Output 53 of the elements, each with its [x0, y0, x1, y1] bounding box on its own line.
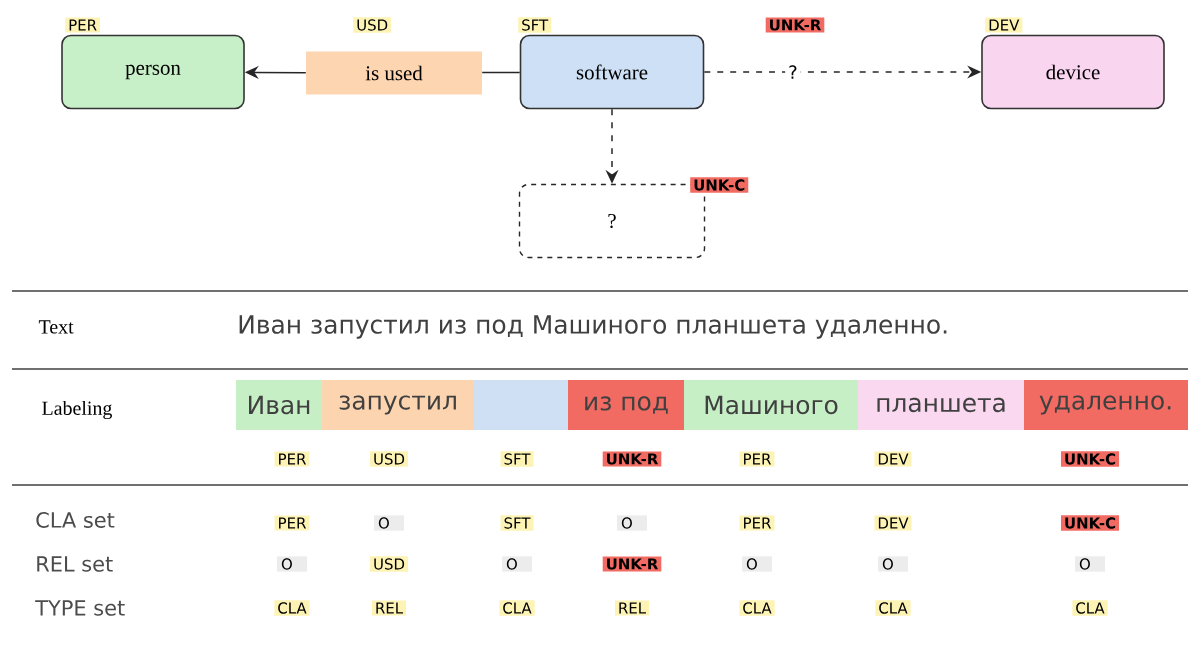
tag-badge: UNK-R: [602, 451, 662, 467]
tag-badge: O: [878, 556, 908, 572]
tag-badge: CLA: [499, 600, 535, 616]
tag-badge: O: [502, 556, 532, 572]
row-heading: Text: [38, 320, 74, 334]
tag-badge: USD: [370, 451, 408, 467]
tag-badge: CLA: [739, 600, 775, 616]
label-cell: удаленно.: [1024, 380, 1188, 430]
tag-badge: UNK-R: [602, 556, 662, 572]
label-cell: планшета: [858, 380, 1024, 430]
tag-badge: USD: [353, 17, 392, 33]
tag-badge: CLA: [274, 600, 310, 616]
row-heading: REL set: [37, 556, 113, 572]
row-heading: TYPE set: [35, 600, 125, 616]
tag-badge: SFT: [500, 451, 534, 467]
connector: [481, 71, 521, 74]
tag-badge: PER: [274, 515, 310, 531]
tag-badge: O: [1075, 556, 1105, 572]
tag-badge: CLA: [875, 600, 911, 616]
row-heading: CLA set: [36, 512, 115, 528]
tag-badge: PER: [739, 515, 775, 531]
row-heading: Labeling: [42, 400, 112, 420]
tag-badge: DEV: [985, 17, 1023, 33]
highlight-box: [474, 380, 568, 430]
tag-badge: USD: [370, 556, 408, 572]
tag-badge: O: [374, 515, 404, 531]
sentence-text: Иван запустил из под Машиного планшета удаленно.: [239, 315, 947, 339]
process-box: device: [981, 34, 1165, 110]
tag-badge: PER: [274, 451, 310, 467]
tag-badge: UNK-R: [765, 17, 825, 33]
tag-badge: REL: [614, 600, 650, 616]
tag-badge: DEV: [874, 451, 912, 467]
tag-badge: O: [617, 515, 647, 531]
relation-box: is used: [306, 51, 482, 95]
process-box: person: [61, 34, 245, 110]
tag-badge: UNK-C: [1060, 451, 1120, 467]
tag-badge: O: [277, 556, 307, 572]
label-cell: из под: [568, 380, 684, 430]
label-cell: Машиного: [684, 380, 858, 430]
tag-badge: UNK-C: [690, 177, 749, 193]
tag-badge: CLA: [1072, 600, 1108, 616]
tag-badge: O: [742, 556, 772, 572]
label-cell: Иван: [236, 380, 322, 430]
tag-badge: PER: [739, 451, 775, 467]
process-box: software: [519, 34, 705, 110]
label-cell: запустил: [322, 380, 474, 430]
tag-badge: REL: [371, 600, 407, 616]
tag-badge: PER: [65, 17, 100, 33]
tag-badge: UNK-C: [1060, 515, 1120, 531]
edge-label: ?: [785, 62, 801, 82]
tag-badge: SFT: [500, 515, 534, 531]
tag-badge: SFT: [518, 17, 552, 33]
tag-badge: DEV: [874, 515, 912, 531]
